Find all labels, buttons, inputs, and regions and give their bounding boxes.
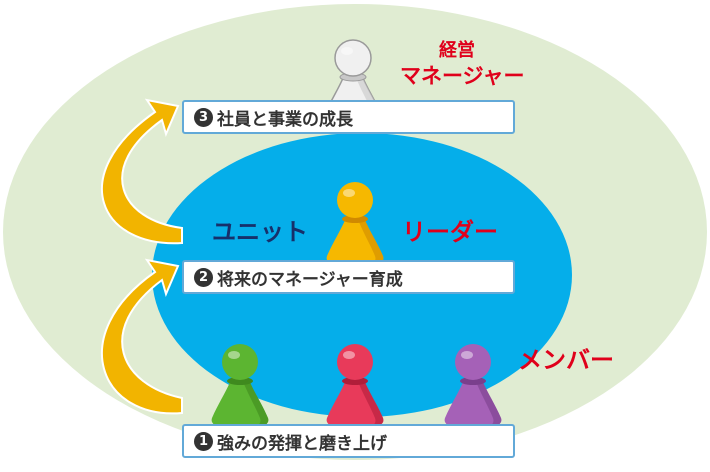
step-1-number: 1 (194, 431, 213, 451)
member-red-figure (326, 344, 384, 426)
step-2-number: 2 (194, 267, 213, 287)
top-role-line1: 経営 (439, 40, 475, 61)
member-label: メンバー (518, 346, 614, 374)
manager-figure (323, 39, 383, 123)
lower-curved-arrow (100, 258, 183, 415)
top-role-line2: マネージャー (400, 64, 525, 88)
upper-curved-arrow (100, 98, 183, 245)
member-green-figure (211, 344, 269, 426)
step-1-text: 強みの発揮と磨き上げ (217, 433, 387, 454)
member-purple-figure (444, 344, 502, 426)
leader-label: リーダー (402, 218, 498, 246)
step-1-box: 1 強みの発揮と磨き上げ (182, 424, 515, 458)
step-3-number: 3 (194, 107, 213, 127)
unit-label: ユニット (212, 218, 308, 246)
leader-figure (326, 182, 384, 264)
step-3-text: 社員と事業の成長 (217, 109, 353, 130)
step-2-text: 将来のマネージャー育成 (217, 269, 403, 290)
step-2-box: 2 将来のマネージャー育成 (182, 260, 515, 294)
step-3-box: 3 社員と事業の成長 (182, 100, 515, 134)
